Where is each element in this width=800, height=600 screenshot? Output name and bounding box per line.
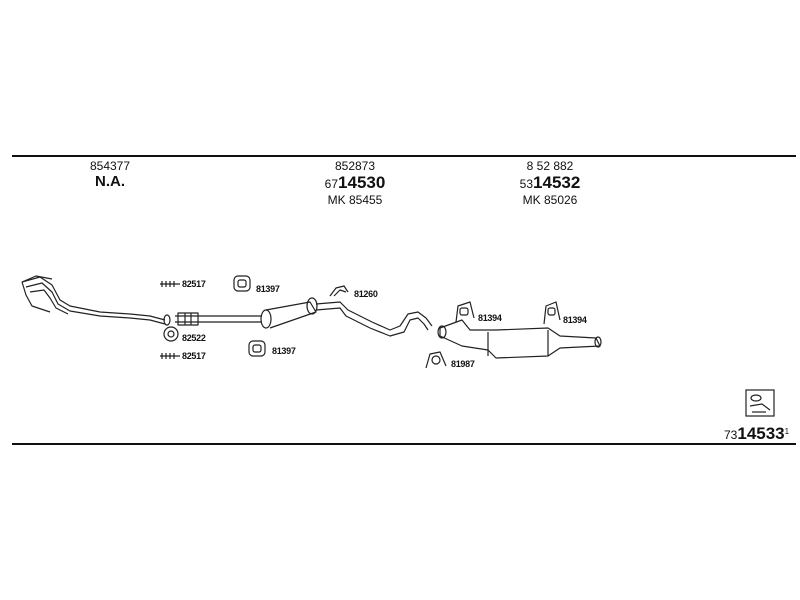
kit-main-number: 14533 xyxy=(737,424,785,443)
top-rule xyxy=(12,155,796,157)
rear-silencer-icon xyxy=(437,319,602,359)
header-col-1: 854377 N.A. xyxy=(70,159,150,190)
bolt-icon-b xyxy=(160,353,180,359)
exhaust-kit-icon xyxy=(745,389,775,417)
rubber-hanger-icon-b xyxy=(248,340,266,357)
part-label-81394-b: 81394 xyxy=(563,315,587,325)
oe-number-3: 8 52 882 xyxy=(526,159,574,173)
kit-prefix: 73 xyxy=(724,428,738,442)
part-number-3: 14532 xyxy=(533,173,581,192)
header-col-3: 8 52 882 5314532 MK 85026 xyxy=(495,159,605,207)
mounting-ring-icon xyxy=(425,351,447,369)
mid-pipe-icon xyxy=(315,301,433,337)
mk-number-3: MK 85026 xyxy=(522,193,578,207)
part-label-81397-b: 81397 xyxy=(272,346,296,356)
part-number-1: N.A. xyxy=(95,173,125,190)
part-label-82522: 82522 xyxy=(182,333,206,343)
bolt-icon-a xyxy=(160,281,180,287)
center-silencer-icon xyxy=(260,297,318,329)
part-label-81397-a: 81397 xyxy=(256,284,280,294)
oe-number-2: 852873 xyxy=(334,159,376,173)
part-label-82517: 82517 xyxy=(182,279,206,289)
bracket-icon xyxy=(329,285,349,297)
part-prefix-2: 67 xyxy=(324,177,339,191)
part-label-81394-a: 81394 xyxy=(478,313,502,323)
rubber-hanger-icon-d xyxy=(543,301,561,325)
mk-number-2: MK 85455 xyxy=(327,193,383,207)
part-label-82517-b: 82517 xyxy=(182,351,206,361)
rubber-hanger-icon-a xyxy=(233,275,251,292)
part-number-2: 14530 xyxy=(338,173,386,192)
bottom-rule xyxy=(12,443,796,445)
header-col-2: 852873 6714530 MK 85455 xyxy=(300,159,410,207)
rubber-hanger-icon-c xyxy=(455,301,475,323)
kit-suffix: 1 xyxy=(784,427,790,436)
manifold-icon xyxy=(21,275,171,326)
part-label-81260: 81260 xyxy=(354,289,378,299)
gasket-icon xyxy=(163,326,179,342)
part-prefix-3: 53 xyxy=(519,177,534,191)
front-pipe-icon xyxy=(175,312,262,326)
kit-number: 73145331 xyxy=(724,424,789,444)
oe-number-1: 854377 xyxy=(89,159,131,173)
part-label-81987: 81987 xyxy=(451,359,475,369)
